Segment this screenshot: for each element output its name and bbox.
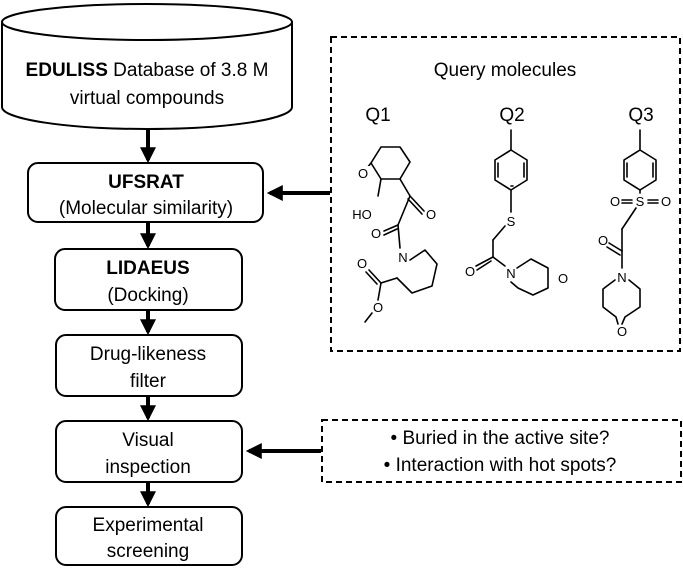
database-line-1: EDULISS Database of 3.8 M — [26, 60, 269, 81]
query-molecules-panel: Query molecules Q1 Q2 Q3 O HO O O N — [330, 36, 681, 352]
molecule-q3: S O O O N O — [598, 129, 671, 339]
svg-text:HO: HO — [352, 207, 372, 222]
step-drug-likeness-line-1: Drug-likeness — [90, 344, 206, 365]
svg-text:O: O — [661, 194, 671, 209]
query-label-q1: Q1 — [365, 105, 390, 126]
database-line-2: virtual compounds — [70, 88, 224, 109]
query-label-q3: Q3 — [628, 105, 653, 126]
query-label-q2: Q2 — [499, 105, 524, 126]
svg-text:O: O — [617, 324, 627, 339]
svg-text:O: O — [426, 207, 436, 222]
query-panel-title: Query molecules — [434, 60, 577, 81]
step-ufsrat-title: UFSRAT — [108, 172, 184, 193]
step-screening-line-1: Experimental — [93, 515, 204, 536]
criterion-buried: • Buried in the active site? — [391, 428, 610, 449]
step-screening-line-2: screening — [107, 541, 189, 562]
svg-text:O: O — [610, 194, 620, 209]
svg-text:O: O — [357, 256, 367, 271]
svg-text:N: N — [398, 250, 407, 265]
step-lidaeus: LIDAEUS (Docking) — [54, 248, 243, 311]
svg-text:O: O — [371, 226, 381, 241]
step-drug-likeness-line-2: filter — [130, 371, 167, 392]
svg-text:O: O — [373, 300, 383, 315]
svg-text:S: S — [507, 214, 516, 229]
svg-text:O: O — [598, 233, 608, 248]
step-drug-likeness: Drug-likeness filter — [55, 334, 243, 397]
step-ufsrat-subtitle: (Molecular similarity) — [59, 198, 233, 219]
step-visual-inspection: Visual inspection — [55, 420, 243, 483]
molecule-q1: O HO O O N O O — [352, 146, 438, 323]
database-cylinder: EDULISS Database of 3.8 M virtual compou… — [1, 3, 293, 130]
svg-text:O: O — [558, 271, 568, 286]
step-lidaeus-subtitle: (Docking) — [107, 285, 188, 306]
step-experimental-screening: Experimental screening — [55, 506, 243, 566]
svg-text:N: N — [506, 266, 515, 281]
step-ufsrat: UFSRAT (Molecular similarity) — [27, 162, 264, 223]
svg-text:S: S — [636, 194, 645, 209]
svg-text:O: O — [465, 264, 475, 279]
step-visual-line-1: Visual — [122, 430, 173, 451]
step-visual-line-2: inspection — [105, 457, 191, 478]
inspection-criteria-panel: • Buried in the active site? • Interacti… — [321, 419, 682, 483]
criterion-hot-spots: • Interaction with hot spots? — [384, 455, 617, 476]
step-lidaeus-title: LIDAEUS — [106, 258, 189, 279]
molecule-q2: S O N O — [465, 129, 568, 296]
svg-text:O: O — [358, 166, 368, 181]
svg-text:N: N — [617, 270, 626, 285]
